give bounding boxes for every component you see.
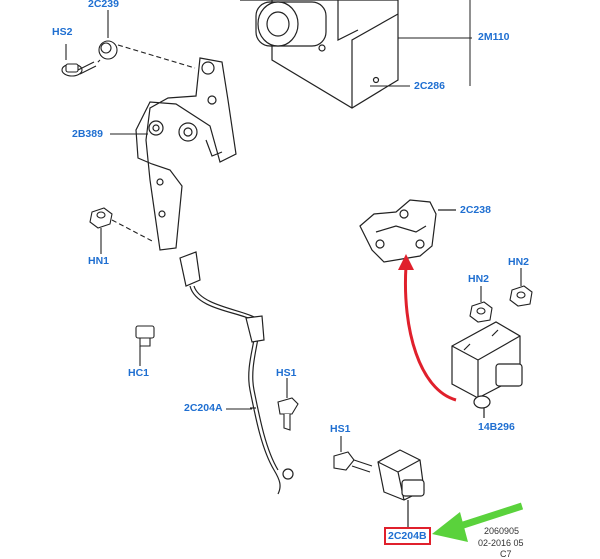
nut-hn1 — [89, 207, 155, 254]
callout-2b389[interactable]: 2B389 — [72, 128, 103, 140]
callout-14b296[interactable]: 14B296 — [478, 421, 515, 433]
callout-2c286[interactable]: 2C286 — [414, 80, 445, 92]
callout-hs1-low[interactable]: HS1 — [330, 423, 351, 435]
callout-2c204b[interactable]: 2C204B — [384, 527, 431, 545]
callout-2c239[interactable]: 2C239 — [88, 0, 119, 10]
bracket-2c238 — [359, 199, 456, 263]
sensor-14b296 — [451, 321, 523, 418]
callout-hn1[interactable]: HN1 — [88, 255, 110, 267]
nut-hn2-right — [509, 268, 533, 307]
callout-2m110[interactable]: 2M110 — [478, 31, 510, 43]
callout-2c238[interactable]: 2C238 — [460, 204, 491, 216]
callout-hs1-mid[interactable]: HS1 — [276, 367, 297, 379]
callout-hn2-right[interactable]: HN2 — [508, 256, 530, 268]
green-arrow — [432, 502, 524, 542]
bolt-hs1-low — [333, 436, 373, 473]
callout-hs2[interactable]: HS2 — [52, 26, 73, 38]
connector-2c204b — [377, 449, 425, 530]
bracket-2b389 — [135, 57, 237, 251]
red-arrow — [398, 254, 457, 402]
drawing-number: 2060905 — [484, 526, 520, 536]
clip-hc1 — [135, 325, 155, 366]
screw-hs2 — [61, 44, 97, 77]
drawing-revision: C7 — [500, 549, 512, 559]
nut-hn2-left — [469, 286, 493, 323]
drawing-date: 02-2016 05 — [478, 538, 524, 548]
bolt-hs1-mid — [277, 378, 299, 431]
harness-2c204a — [179, 251, 294, 495]
callout-hc1[interactable]: HC1 — [128, 367, 150, 379]
module-leaders — [370, 0, 472, 87]
abs-module — [240, 0, 399, 109]
callout-hn2-left[interactable]: HN2 — [468, 273, 490, 285]
callout-2c204a[interactable]: 2C204A — [184, 402, 223, 414]
grommet-2c239 — [95, 10, 196, 69]
